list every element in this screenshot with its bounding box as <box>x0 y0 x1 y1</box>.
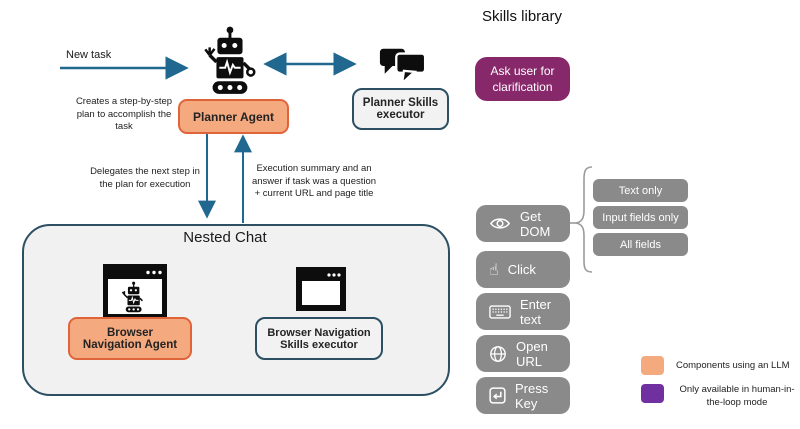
planner-skills-executor-box: Planner Skills executor <box>352 88 449 130</box>
legend-llm-swatch <box>641 356 664 375</box>
legend-hitl-label: Only available in human-in- the-loop mod… <box>679 384 795 408</box>
skills-library-title: Skills library <box>482 8 563 25</box>
return-key-icon <box>489 387 506 404</box>
open-url-label: Open URL <box>516 338 548 369</box>
press-key-button: Press Key <box>476 377 570 414</box>
eye-icon <box>489 216 511 231</box>
browser-navigation-agent-label: Browser Navigation Agent <box>82 326 178 351</box>
all-fields-label: All fields <box>620 238 661 251</box>
text-only-label: Text only <box>618 184 663 197</box>
dom-option-text-only: Text only <box>593 179 688 202</box>
browser-window-icon <box>296 267 346 311</box>
creates-plan-note: Creates a step-by-step plan to accomplis… <box>75 96 173 133</box>
click-button: ☝ Click <box>476 251 570 288</box>
browser-navigation-agent-box: Browser Navigation Agent <box>68 317 192 360</box>
hand-pointer-icon: ☝ <box>489 259 499 279</box>
dom-option-all-fields: All fields <box>593 233 688 256</box>
browser-navigation-skills-executor-box: Browser Navigation Skills executor <box>255 317 383 360</box>
ask-user-clarification-label: Ask user for clarification <box>490 63 555 94</box>
dom-option-input-fields-only: Input fields only <box>593 206 688 229</box>
keyboard-icon <box>489 304 511 319</box>
nested-chat-title: Nested Chat <box>183 229 267 246</box>
execution-summary-note: Execution summary and an answer if task … <box>251 163 377 200</box>
legend-hitl-swatch <box>641 384 664 403</box>
globe-icon <box>489 345 507 363</box>
nested-chat-panel <box>22 224 450 396</box>
dom-options-brace <box>575 166 593 273</box>
robot-icon <box>204 26 256 94</box>
get-dom-label: Get DOM <box>520 208 551 239</box>
enter-text-button: Enter text <box>476 293 570 330</box>
chat-bubbles-icon <box>379 48 427 87</box>
press-key-label: Press Key <box>515 380 549 411</box>
delegates-note: Delegates the next step in the plan for … <box>90 166 200 190</box>
click-label: Click <box>507 262 536 277</box>
enter-text-label: Enter text <box>520 296 552 327</box>
new-task-label: New task <box>66 49 112 61</box>
browser-robot-icon <box>103 264 167 319</box>
planner-agent-label: Planner Agent <box>193 109 274 124</box>
input-fields-only-label: Input fields only <box>602 211 679 224</box>
open-url-button: Open URL <box>476 335 570 372</box>
browser-navigation-skills-executor-label: Browser Navigation Skills executor <box>267 326 371 351</box>
legend-llm-label: Components using an LLM <box>676 360 790 371</box>
planner-agent-box: Planner Agent <box>178 99 289 134</box>
ask-user-clarification-box: Ask user for clarification <box>475 57 570 101</box>
get-dom-button: Get DOM <box>476 205 570 242</box>
planner-skills-executor-label: Planner Skills executor <box>362 97 439 121</box>
